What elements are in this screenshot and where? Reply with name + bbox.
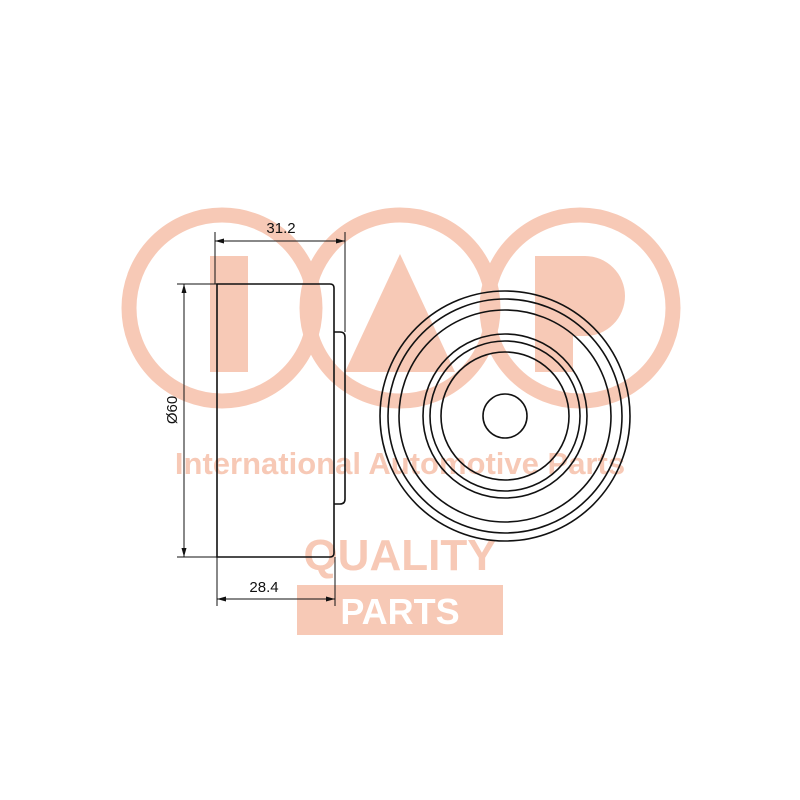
iap-logo-watermark: [121, 207, 681, 409]
watermark-quality: QUALITY: [303, 531, 496, 580]
side-view: [177, 232, 346, 606]
dimension-diameter: Ø60: [164, 396, 181, 424]
watermark-parts: PARTS: [340, 591, 459, 632]
dimension-body-width: 28.4: [249, 579, 278, 596]
dimension-overall-width: 31.2: [266, 220, 295, 237]
front-view: [379, 290, 631, 542]
watermark-parts-box: [297, 585, 503, 635]
